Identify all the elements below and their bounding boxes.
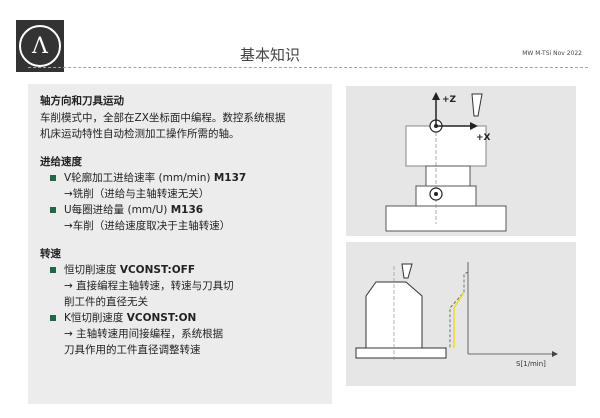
content-area: 轴方向和刀具运动 车削模式中，全部在ZX坐标面中编程。数控系统根据 机床运动特性…	[40, 93, 330, 358]
list-item: K恒切削速度 VCONST:ON	[40, 310, 330, 326]
page-title: 基本知识	[240, 46, 301, 64]
section-title-axes: 轴方向和刀具运动	[40, 95, 124, 107]
item-note: →铣削（进给与主轴转速无关）	[64, 188, 210, 200]
logo-emblem: Ʌ	[19, 25, 61, 67]
header-divider	[28, 67, 588, 68]
list-item: 恒切削速度 VCONST:OFF	[40, 262, 330, 278]
speed-axis-label: S[1/min]	[516, 360, 546, 368]
bullet-icon	[50, 267, 56, 273]
bullet-icon	[50, 207, 56, 213]
list-item: U每圈进给量 (mm/U) M136	[40, 202, 330, 218]
item-code: VCONST:ON	[126, 312, 197, 324]
list-item: V轮廓加工进给速率 (mm/min) M137	[40, 170, 330, 186]
document-meta: MW M-TSi Nov 2022	[522, 50, 582, 57]
item-text: K恒切削速度	[64, 312, 127, 324]
constant-speed-illustration: S[1/min]	[346, 242, 576, 386]
item-note: →车削（进给速度取决于主轴转速）	[64, 220, 231, 232]
item-note: 刀具作用的工件直径调整转速	[64, 344, 201, 356]
item-text: 恒切削速度	[64, 264, 120, 276]
item-note: → 直接编程主轴转速，转速与刀具切	[64, 280, 234, 292]
machining-diagram: +Z +X S[1/min]	[346, 86, 576, 386]
turning-tool-icon	[471, 93, 483, 117]
company-logo: Ʌ	[16, 20, 64, 72]
item-note: 削工件的直径无关	[64, 296, 148, 308]
text-panel	[28, 84, 332, 404]
item-note: → 主轴转速用间接编程，系统根据	[64, 328, 224, 340]
axis-workpiece-illustration: +Z +X	[346, 86, 576, 236]
paragraph-line: 车削模式中，全部在ZX坐标面中编程。数控系统根据	[40, 112, 286, 124]
bullet-icon	[50, 175, 56, 181]
item-code: M137	[213, 172, 247, 184]
section-title-speed: 转速	[40, 248, 61, 260]
axis-label-x: +X	[476, 133, 491, 143]
item-text: V轮廓加工进给速率 (mm/min)	[64, 172, 214, 184]
paragraph-line: 机床运动特性自动检测加工操作所需的轴。	[40, 128, 240, 140]
bullet-icon	[50, 315, 56, 321]
turning-tool-icon	[401, 263, 413, 279]
section-title-feed: 进给速度	[40, 156, 82, 168]
item-text: U每圈进给量 (mm/U)	[64, 204, 171, 216]
axis-label-z: +Z	[442, 95, 457, 105]
item-code: M136	[170, 204, 204, 216]
item-code: VCONST:OFF	[119, 264, 196, 276]
logo-glyph: Ʌ	[32, 33, 48, 59]
